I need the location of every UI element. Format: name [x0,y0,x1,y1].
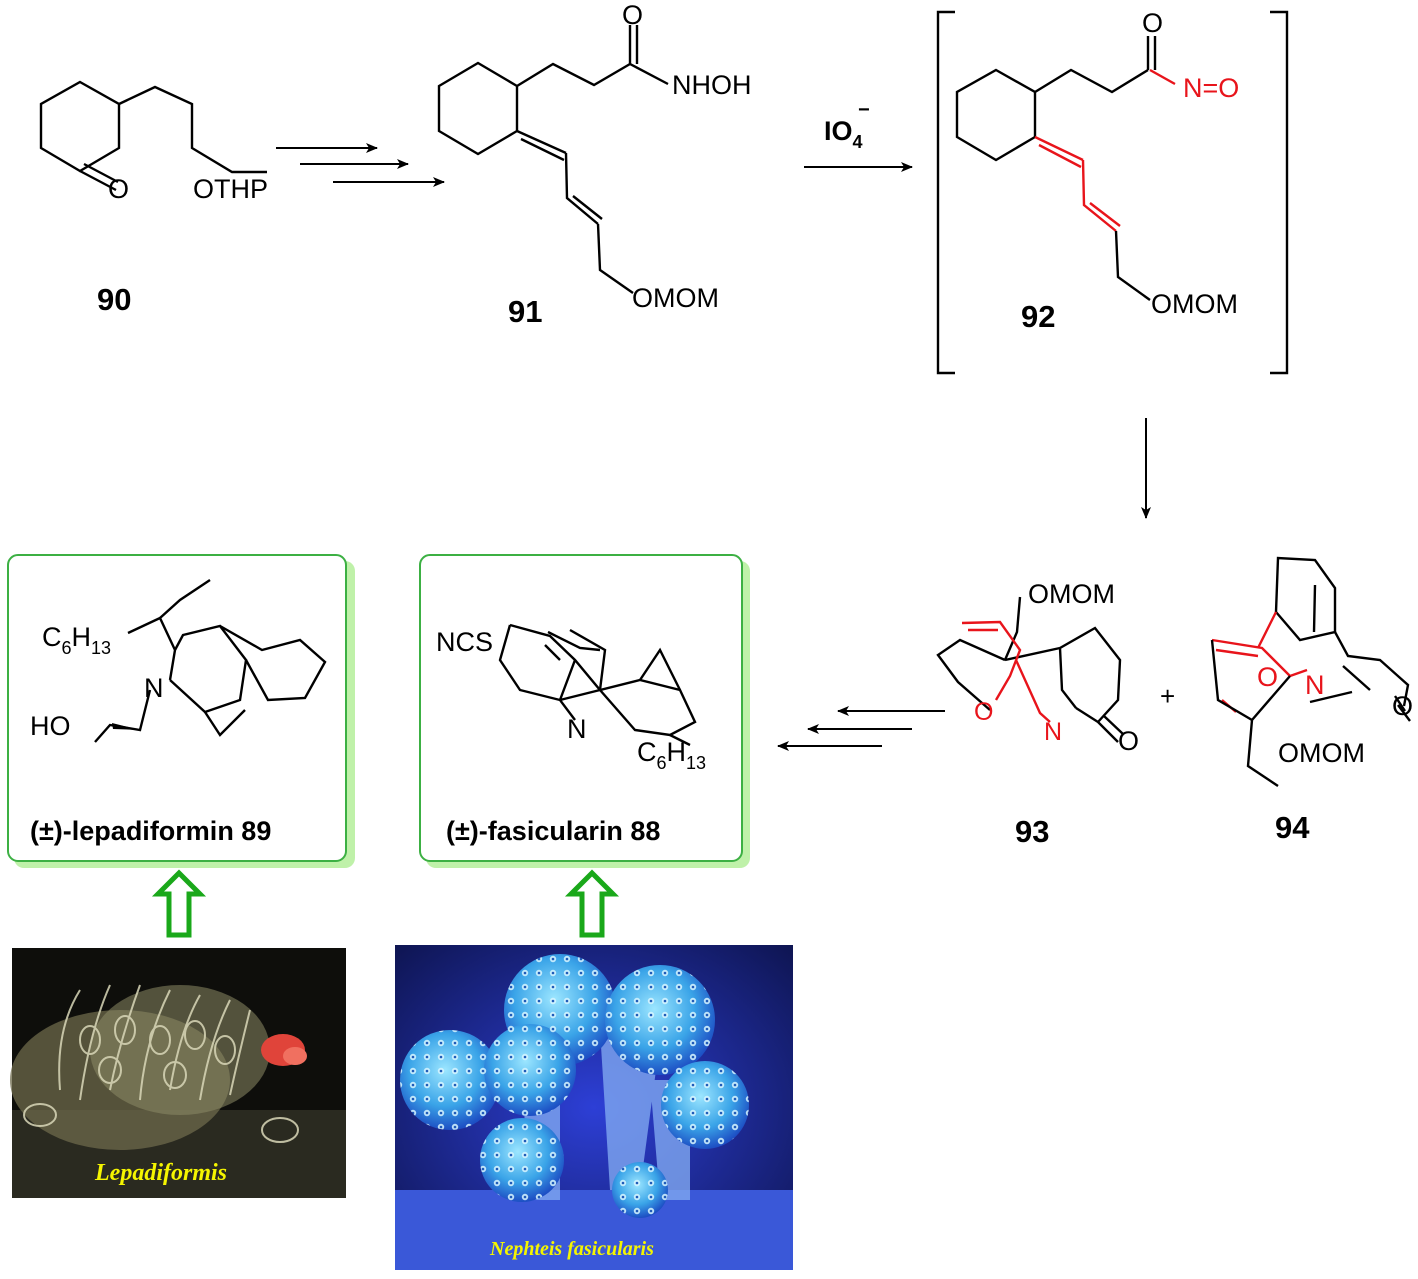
lepadiformin-n: N [144,673,164,703]
side-chain [1034,68,1149,94]
lepadiformis-photo: Lepadiformis [10,948,346,1198]
c92-number: 92 [1021,299,1055,334]
hollow-up-arrow-right [564,869,620,938]
fasicularin-label: (±)-fasicularin 88 [446,816,660,846]
reagent-io4: IO4 [824,116,863,152]
amide-n-bond [629,62,669,86]
carbonyl [1146,36,1157,70]
c91-carbonyl-o: O [622,0,643,30]
nephteis-caption: Nephteis fasicularis [489,1238,654,1260]
side-chain [118,85,267,174]
compound-93 [936,596,1124,743]
lepadiformin-box [7,554,347,862]
cyclohexane-ring [955,68,1037,162]
side-chain [516,62,631,88]
reagent-arrow: IO4 − [804,99,913,172]
fasicularin-box [419,554,743,862]
c91-omom: OMOM [632,283,719,313]
compound-90 [39,80,267,192]
bracket-92 [936,10,1289,375]
lepadiformin-label: (±)-lepadiformin 89 [30,816,271,846]
exocyclic-diene-red [1034,135,1121,232]
c92-nitroso: N=O [1183,73,1239,103]
lepadiformin-c6h13: C6H13 [42,622,111,658]
c93-number: 93 [1015,814,1049,849]
c90-ketone-o: O [108,174,129,204]
polyp-clusters [400,954,749,1218]
plus-sign: + [1160,681,1175,711]
c93-omom: OMOM [1028,579,1115,609]
nephteis-photo: Nephteis fasicularis [395,945,793,1270]
compound-94 [1210,556,1411,787]
carbonyl [628,25,639,64]
reagent-charge: − [858,99,870,121]
multistep-arrow-90-91 [276,143,445,187]
c93-carbonyl-o: O [1118,726,1139,756]
c92-omom: OMOM [1151,289,1238,319]
fasicularin-ncs: NCS [436,627,493,657]
c94-o: O [1257,662,1278,692]
cyclohexanone-ring [39,80,121,173]
c94-carbonyl-o: O [1392,691,1413,721]
cyclohexane-ring [437,61,519,156]
lepadiformin-ho: HO [30,711,71,741]
lepadiformis-caption: Lepadiformis [94,1160,227,1186]
multistep-arrow-to-targets [777,706,945,751]
nitroso-bond [1149,68,1176,86]
c90-number: 90 [97,282,131,317]
chain-end [1114,230,1151,301]
fasicularin-n: N [567,714,587,744]
lepadiformin-structure [94,579,327,743]
c94-n: N [1305,670,1325,700]
c94-number: 94 [1275,810,1310,845]
fasicularin-structure [498,623,697,747]
hollow-up-arrow-left [151,869,207,938]
wedge-bond [112,723,140,730]
c91-number: 91 [508,294,542,329]
compound-91 [437,25,669,294]
c91-nhoh: NHOH [672,70,752,100]
c90-othp: OTHP [193,174,268,204]
c92-carbonyl-o: O [1142,8,1163,38]
compound-92 [955,36,1176,301]
c94-omom: OMOM [1278,738,1365,768]
c93-o: O [974,698,993,726]
exocyclic-diene [516,129,634,294]
carbonyl-bond [79,162,119,192]
c93-n: N [1044,718,1062,746]
fasicularin-c6h13: C6H13 [637,737,706,773]
